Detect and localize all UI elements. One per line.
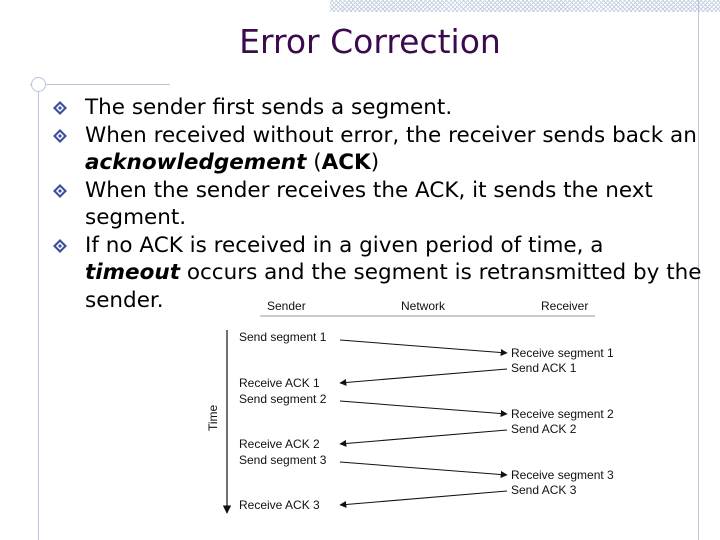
ack-2-arrow [339,429,508,447]
bullet-item: When the sender receives the ACK, it sen… [50,177,705,232]
right-rule-decoration [698,0,699,540]
sender-event-label: Send segment 3 [239,453,327,467]
ack-3-arrow [339,490,508,508]
bullet-text: When the sender receives the ACK, it sen… [85,177,653,231]
bullet-list: The sender first sends a segment. When r… [50,94,705,314]
bullet-text: occurs and the segment is retransmitted … [85,260,702,313]
ack-term: ACK [321,150,371,175]
bullet-item: If no ACK is received in a given period … [50,232,705,315]
sequence-diagram: Sender Network Receiver Time Send segmen… [206,299,614,514]
receiver-event-label: Send ACK 1 [511,361,577,375]
diamond-bullet-icon [53,183,67,198]
title-rule-decoration [30,84,170,85]
sender-event-label: Send segment 1 [239,330,327,344]
acknowledgement-term: acknowledgement [85,150,307,175]
timeout-term: timeout [85,260,180,285]
receiver-event-label: Send ACK 2 [511,422,577,436]
left-rule-decoration [38,80,39,540]
ack-1-arrow [339,368,508,386]
bullet-text: If no ACK is received in a given period … [85,232,604,258]
segment-2-arrow [339,400,508,418]
receiver-event-label: Send ACK 3 [511,483,577,497]
column-header-receiver: Receiver [541,299,588,313]
diamond-bullet-icon [53,128,67,143]
sender-event-label: Send segment 2 [239,392,327,406]
bullet-text: The sender first sends a segment. [85,95,453,120]
receiver-event-label: Receive segment 1 [511,346,614,360]
rule-circle-decoration [31,77,46,92]
sender-event-label: Receive ACK 1 [239,376,320,390]
segment-3-arrow [339,461,508,479]
time-axis-label: Time [206,404,220,431]
slide-title: Error Correction [239,22,501,61]
diamond-bullet-icon [53,101,67,115]
bullet-item: When received without error, the receive… [50,122,705,177]
sender-event-label: Receive ACK 3 [239,498,320,512]
column-header-network: Network [401,299,446,313]
segment-1-arrow [339,339,508,357]
receiver-event-label: Receive segment 2 [511,407,614,421]
receiver-event-label: Receive segment 3 [511,468,614,482]
column-header-sender: Sender [267,299,306,313]
diamond-bullet-icon [53,238,67,253]
sender-event-label: Receive ACK 2 [239,437,320,451]
bullet-item: The sender first sends a segment. [50,94,705,122]
top-pattern-decoration [330,0,720,12]
bullet-text: ( [306,150,322,175]
bullet-text: When received without error, the receive… [85,122,697,148]
bullet-text: ) [370,150,380,175]
